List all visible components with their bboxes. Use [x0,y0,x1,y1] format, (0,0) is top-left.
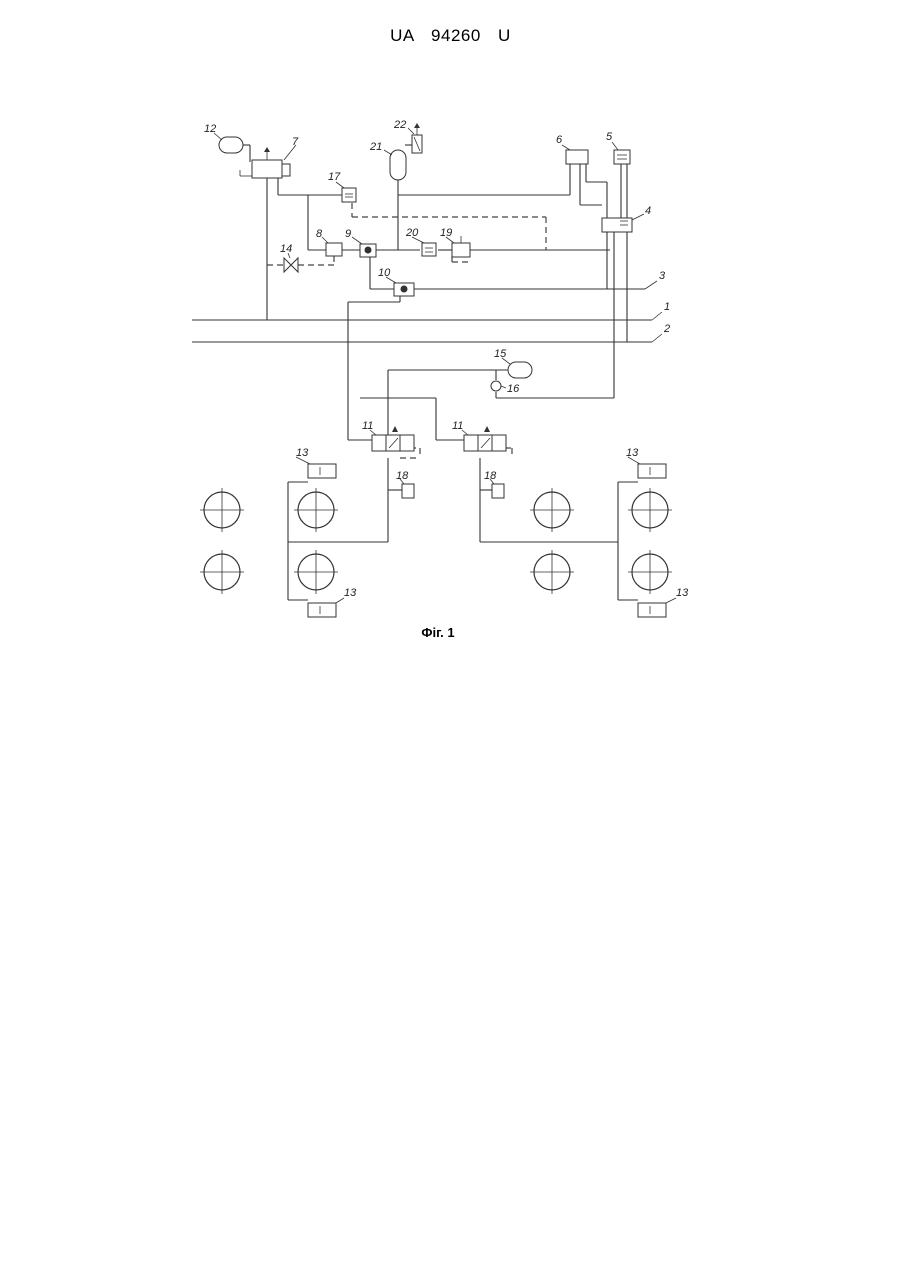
label-11-left: 11 [362,420,373,432]
label-13-bottom-left: 13 [344,587,357,599]
reservoir-12 [219,137,243,153]
label-10: 10 [378,267,391,279]
component-6 [566,150,588,164]
valve-17 [342,188,356,202]
label-7: 7 [292,136,299,148]
label-12: 12 [204,123,216,135]
check-valve-16 [491,381,501,391]
label-5: 5 [606,131,613,143]
sensor-18-left [402,484,414,498]
control-lines-dashed [267,203,546,458]
brake-cylinder-13-top-right [638,464,666,478]
double-check-valve-9 [360,244,376,257]
relay-valve-11-left [372,426,414,451]
label-11-right: 11 [452,420,463,432]
label-8: 8 [316,228,323,240]
label-17: 17 [328,171,341,183]
label-21: 21 [369,141,382,153]
label-20: 20 [405,227,419,239]
component-22 [412,123,422,153]
lower-piping [288,370,638,600]
component-20 [422,243,436,256]
upper-piping [240,145,627,440]
component-4 [602,218,632,232]
label-13-bottom-right: 13 [676,587,689,599]
component-8 [326,243,342,256]
component-5 [614,150,630,164]
relay-valve-11-right [464,426,506,451]
driver-valve-7 [240,147,290,178]
label-16: 16 [507,383,520,395]
label-13-top-right: 13 [626,447,639,459]
label-18-right: 18 [484,470,497,482]
reservoir-15 [508,362,532,378]
label-22: 22 [393,119,406,131]
label-4: 4 [645,205,651,217]
main-lines [192,281,662,342]
reservoir-21 [390,150,406,180]
component-19 [452,236,470,257]
valve-14 [284,258,298,272]
label-3: 3 [659,270,666,282]
brake-cylinder-13-top-left [308,464,336,478]
label-15: 15 [494,348,507,360]
label-6: 6 [556,134,563,146]
wheels [200,488,672,594]
double-check-valve-10 [394,283,414,296]
label-19: 19 [440,227,452,239]
label-13-top-left: 13 [296,447,309,459]
label-2: 2 [663,323,670,335]
label-14: 14 [280,243,292,255]
brake-cylinder-13-bottom-left [308,603,336,617]
sensor-18-right [492,484,504,498]
label-1: 1 [664,301,670,313]
figure-caption: Фіг. 1 [421,625,454,640]
label-9: 9 [345,228,351,240]
label-18-left: 18 [396,470,409,482]
brake-cylinder-13-bottom-right [638,603,666,617]
